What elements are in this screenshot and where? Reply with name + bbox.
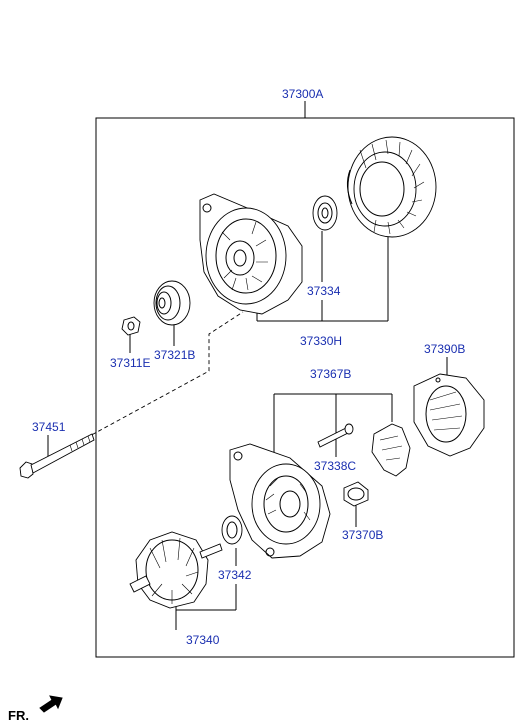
rear-bearing-part [221,515,243,545]
label-37338C[interactable]: 37338C [314,459,357,473]
bolt-path-dashed [85,311,244,439]
bracket-37330H [256,231,389,322]
rear-housing-part [229,443,331,559]
rear-bolt-part [317,423,354,448]
through-bolt-part [19,433,95,479]
label-37390B[interactable]: 37390B [424,342,466,356]
label-37300A[interactable]: 37300A [282,87,324,101]
label-37451[interactable]: 37451 [32,420,66,434]
front-bearing-part [312,195,338,231]
regulator-part [371,423,411,477]
label-37370B[interactable]: 37370B [342,528,384,542]
stator-part [346,136,437,238]
direction-marker-label: FR. [8,708,29,723]
brush-part [343,481,369,507]
label-37330H[interactable]: 37330H [300,334,343,348]
front-housing-part [199,193,303,315]
rectifier-part [413,373,485,457]
pulley-part [153,280,191,326]
label-37334[interactable]: 37334 [307,284,341,298]
direction-arrow-icon [39,695,63,713]
label-37342[interactable]: 37342 [218,568,252,582]
bracket-37367B [273,393,393,456]
label-37340[interactable]: 37340 [186,633,220,647]
label-37311E[interactable]: 37311E [110,356,151,370]
label-37321B[interactable]: 37321B [154,348,196,362]
nut-part [121,316,141,336]
rotor-part [129,531,223,609]
label-37367B[interactable]: 37367B [310,367,352,381]
